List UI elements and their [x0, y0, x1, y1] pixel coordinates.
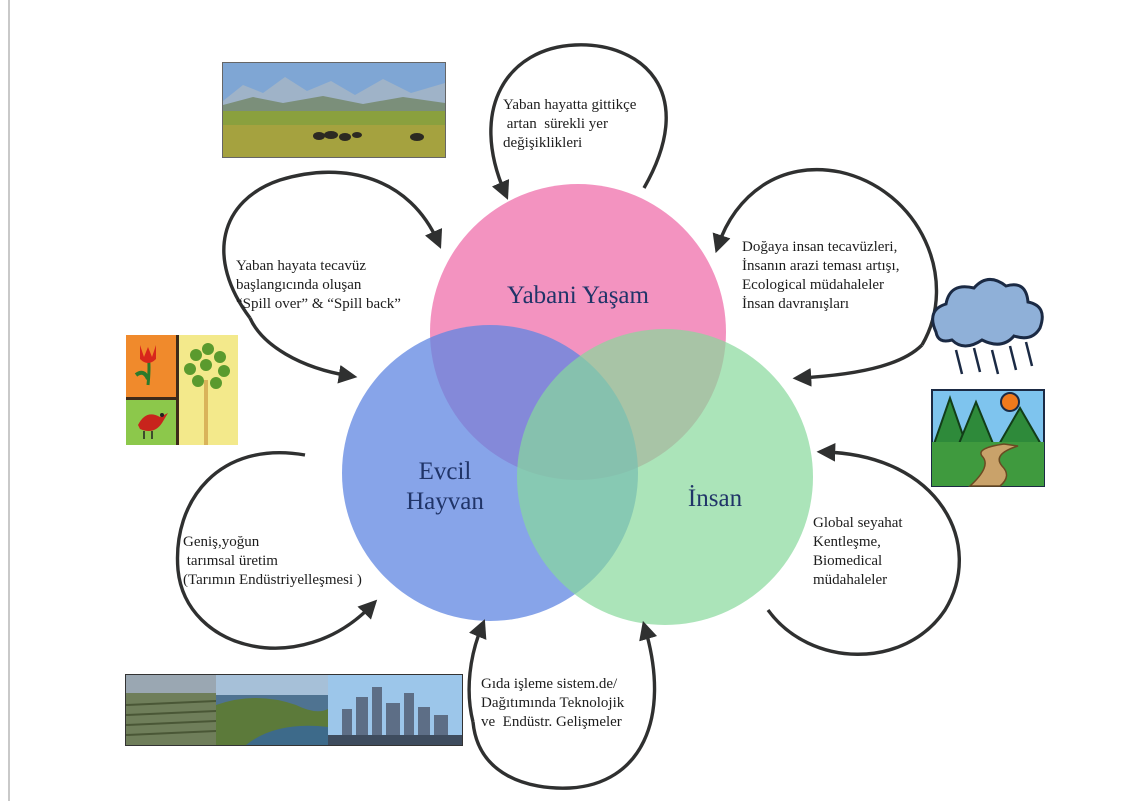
- arc-arrow-top: [489, 43, 668, 200]
- human-circle: [517, 329, 813, 625]
- arc-arrow-top-left: [222, 170, 443, 320]
- spillover-text: Yaban hayata tecavüz başlangıcında oluşa…: [236, 258, 401, 312]
- domestic-animal-label: Evcil Hayvan: [406, 458, 484, 515]
- arc-arrow-left: [248, 317, 358, 384]
- scan-edge-line: [8, 0, 10, 801]
- arc-arrow-right: [792, 343, 924, 387]
- human-encroachment-text: Doğaya insan tecavüzleri, İnsanın arazi …: [742, 239, 900, 312]
- rain-cloud-forest-art: [931, 278, 1045, 487]
- grassland-photo: [222, 62, 446, 158]
- global-travel-text: Global seyahat Kentleşme, Biomedical müd…: [813, 515, 903, 588]
- arc-arrow-bottom-tail: [467, 619, 487, 723]
- rain-cloud-forest-icon: [922, 270, 1054, 492]
- tulip-tree-bird-icon: [126, 335, 238, 445]
- food-processing-text: Gıda işleme sistem.de/ Dağıtımında Tekno…: [481, 676, 625, 730]
- human-label: İnsan: [687, 485, 743, 512]
- grassland-photo-art: [223, 63, 445, 157]
- arc-arrow-bottom: [471, 620, 658, 790]
- intensive-farming-text: Geniş,yoğun tarımsal üretim (Tarımın End…: [183, 534, 362, 588]
- arc-arrow-bottom-right: [766, 442, 961, 656]
- farm-coast-city-art: [126, 675, 462, 745]
- farm-coast-city-strip: [125, 674, 463, 746]
- arc-arrow-top-right: [712, 167, 939, 346]
- tulip-tree-bird-art: [126, 335, 238, 445]
- wildlife-habitat-change-text: Yaban hayatta gittikçe artan sürekli yer…: [503, 97, 637, 151]
- wildlife-label: Yabani Yaşam: [507, 282, 649, 309]
- arc-arrow-bottom-left: [175, 451, 378, 650]
